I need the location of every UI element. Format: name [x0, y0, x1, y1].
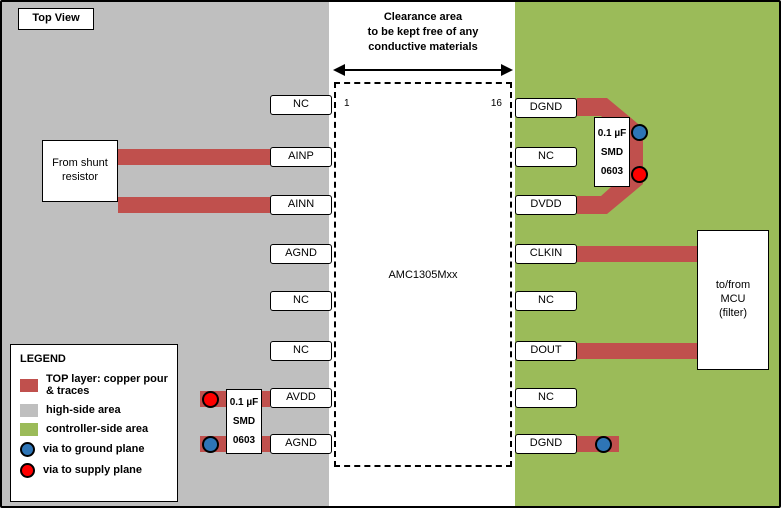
controller-side-swatch-icon — [20, 422, 38, 436]
via-ground-right-icon — [631, 124, 648, 141]
pin-dout: DOUT — [515, 341, 577, 361]
chip-outline: 1 16 AMC1305Mxx — [334, 82, 512, 467]
legend-item-high-side: high-side area — [20, 403, 168, 417]
via-ground-bottom-icon — [595, 436, 612, 453]
legend-title: LEGEND — [20, 353, 66, 365]
capacitor-left: 0.1 µF SMD 0603 — [226, 389, 262, 454]
pin-left-nc-1: NC — [270, 95, 332, 115]
legend-item-copper: TOP layer: copper pour & traces — [20, 373, 168, 398]
via-ground-left-icon — [202, 436, 219, 453]
capacitor-right: 0.1 µF SMD 0603 — [594, 117, 630, 187]
legend-item-via-supply: via to supply plane — [20, 462, 168, 478]
pin-right-nc-1: NC — [515, 147, 577, 167]
clearance-note: Clearance area to be kept free of any co… — [367, 11, 479, 53]
pin-ainn: AINN — [270, 195, 332, 215]
legend-item-via-ground: via to ground plane — [20, 441, 168, 457]
via-supply-left-icon — [202, 391, 219, 408]
pin-avdd: AVDD — [270, 388, 332, 408]
shunt-resistor-label: From shunt resistor — [42, 140, 118, 202]
legend-item-controller-side: controller-side area — [20, 422, 168, 436]
legend-label: via to ground plane — [43, 442, 145, 455]
trace-ainp — [118, 149, 270, 165]
legend-label: controller-side area — [46, 422, 149, 435]
pin-dgnd-1: DGND — [515, 98, 577, 118]
trace-ainn — [118, 197, 270, 213]
top-view-label: Top View — [18, 8, 94, 30]
arrow-right-icon — [501, 64, 513, 76]
trace-dout — [577, 343, 697, 359]
ground-via-swatch-icon — [20, 441, 35, 457]
trace-clkin — [577, 246, 697, 262]
pin-left-nc-3: NC — [270, 341, 332, 361]
legend-label: via to supply plane — [43, 463, 143, 476]
pin-clkin: CLKIN — [515, 244, 577, 264]
pin-right-nc-2: NC — [515, 291, 577, 311]
clearance-arrow-line — [345, 69, 501, 71]
copper-swatch-icon — [20, 378, 38, 392]
pin-number-1: 1 — [344, 98, 350, 109]
legend: LEGEND TOP layer: copper pour & traces h… — [10, 344, 178, 502]
pin-dvdd: DVDD — [515, 195, 577, 215]
pin-number-16: 16 — [490, 98, 502, 109]
legend-label: high-side area — [46, 403, 121, 416]
pin-agnd-2: AGND — [270, 434, 332, 454]
via-supply-right-icon — [631, 166, 648, 183]
legend-label: TOP layer: copper pour & traces — [46, 373, 168, 398]
high-side-swatch-icon — [20, 403, 38, 417]
pin-left-nc-2: NC — [270, 291, 332, 311]
arrow-left-icon — [333, 64, 345, 76]
pin-agnd-1: AGND — [270, 244, 332, 264]
pin-dgnd-2: DGND — [515, 434, 577, 454]
pin-right-nc-3: NC — [515, 388, 577, 408]
mcu-filter-label: to/from MCU (filter) — [697, 230, 769, 370]
supply-via-swatch-icon — [20, 462, 35, 478]
chip-label: AMC1305Mxx — [388, 268, 458, 281]
pin-ainp: AINP — [270, 147, 332, 167]
